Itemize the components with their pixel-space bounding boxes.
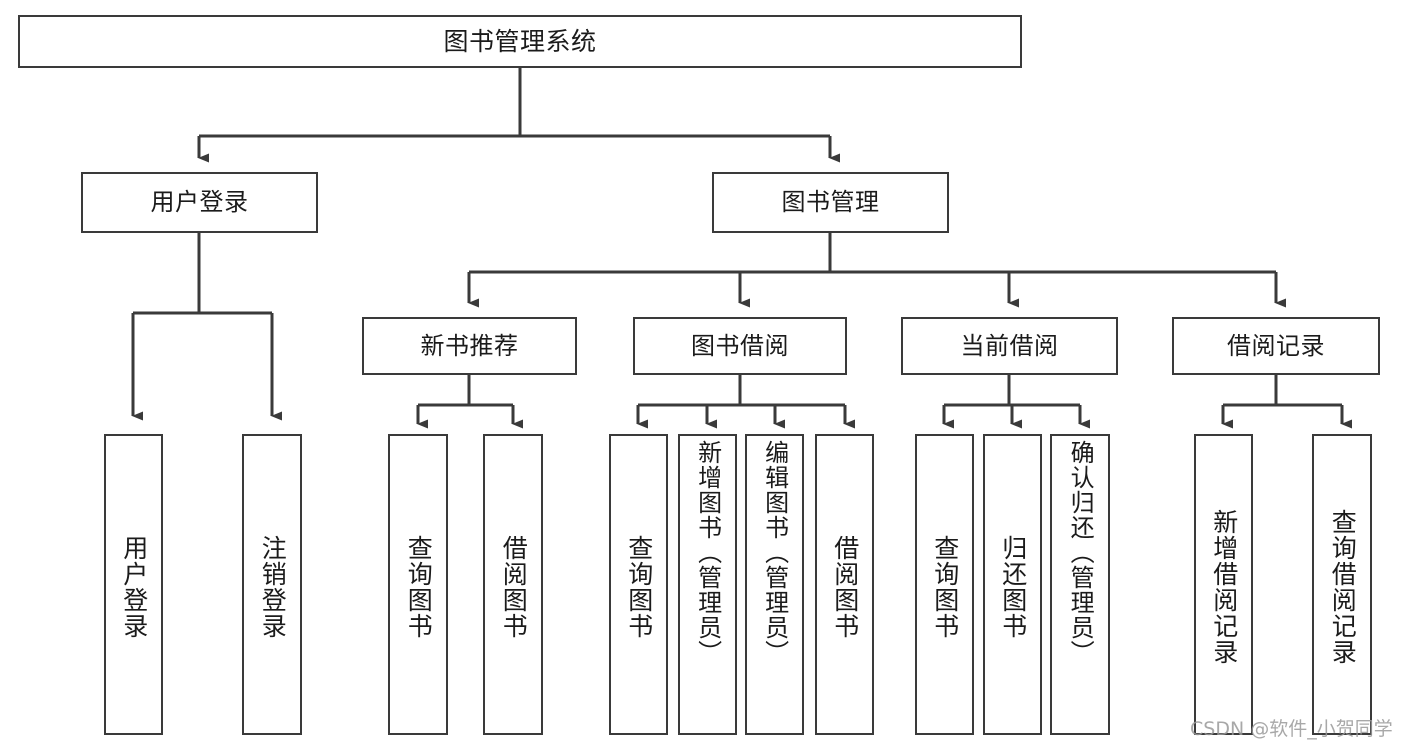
node-book-borrow[interactable]: 图书借阅 xyxy=(633,317,847,375)
node-leaf-borrow-book-2-label: 借阅图书 xyxy=(830,534,860,639)
node-borrow-record[interactable]: 借阅记录 xyxy=(1172,317,1380,375)
node-leaf-add-book[interactable]: 新增图书（管理员） xyxy=(678,434,737,735)
node-book-borrow-label: 图书借阅 xyxy=(691,331,789,360)
node-new-book-recommend[interactable]: 新书推荐 xyxy=(362,317,577,375)
node-leaf-user-login-label: 用户登录 xyxy=(119,534,149,639)
node-leaf-query-book-3-label: 查询图书 xyxy=(930,534,960,639)
node-root-label: 图书管理系统 xyxy=(443,26,597,56)
node-leaf-query-book-2-label: 查询图书 xyxy=(624,534,654,639)
node-leaf-user-login[interactable]: 用户登录 xyxy=(104,434,163,735)
node-new-book-recommend-label: 新书推荐 xyxy=(420,331,519,360)
node-leaf-edit-book-label: 编辑图书（管理员） xyxy=(760,440,789,665)
node-leaf-borrow-book-1-label: 借阅图书 xyxy=(499,534,529,639)
node-leaf-borrow-book-1[interactable]: 借阅图书 xyxy=(483,434,543,735)
node-leaf-query-book-1[interactable]: 查询图书 xyxy=(388,434,448,735)
node-leaf-return-book-label: 归还图书 xyxy=(998,534,1028,639)
node-leaf-query-book-1-label: 查询图书 xyxy=(404,534,434,639)
csdn-watermark: CSDN @软件_小贺同学 xyxy=(1190,718,1393,740)
node-leaf-confirm-return-label: 确认归还（管理员） xyxy=(1066,440,1095,665)
node-leaf-add-record-label: 新增借阅记录 xyxy=(1209,508,1239,665)
node-leaf-confirm-return[interactable]: 确认归还（管理员） xyxy=(1050,434,1110,735)
node-current-borrow[interactable]: 当前借阅 xyxy=(901,317,1118,375)
node-book-manage-label: 图书管理 xyxy=(781,188,880,217)
node-current-borrow-label: 当前借阅 xyxy=(960,331,1059,360)
node-leaf-user-logout[interactable]: 注销登录 xyxy=(242,434,302,735)
node-leaf-query-record-label: 查询借阅记录 xyxy=(1328,508,1358,665)
node-leaf-add-record[interactable]: 新增借阅记录 xyxy=(1194,434,1253,735)
node-leaf-borrow-book-2[interactable]: 借阅图书 xyxy=(815,434,874,735)
node-leaf-query-record[interactable]: 查询借阅记录 xyxy=(1312,434,1372,735)
node-user-login-label: 用户登录 xyxy=(150,188,249,217)
node-leaf-query-book-2[interactable]: 查询图书 xyxy=(609,434,668,735)
node-leaf-add-book-label: 新增图书（管理员） xyxy=(693,440,722,665)
node-root[interactable]: 图书管理系统 xyxy=(18,15,1022,68)
node-book-manage[interactable]: 图书管理 xyxy=(712,172,949,233)
node-borrow-record-label: 借阅记录 xyxy=(1227,331,1325,360)
node-leaf-return-book[interactable]: 归还图书 xyxy=(983,434,1042,735)
node-leaf-edit-book[interactable]: 编辑图书（管理员） xyxy=(745,434,804,735)
node-leaf-user-logout-label: 注销登录 xyxy=(258,534,288,639)
node-leaf-query-book-3[interactable]: 查询图书 xyxy=(915,434,974,735)
node-user-login[interactable]: 用户登录 xyxy=(81,172,318,233)
